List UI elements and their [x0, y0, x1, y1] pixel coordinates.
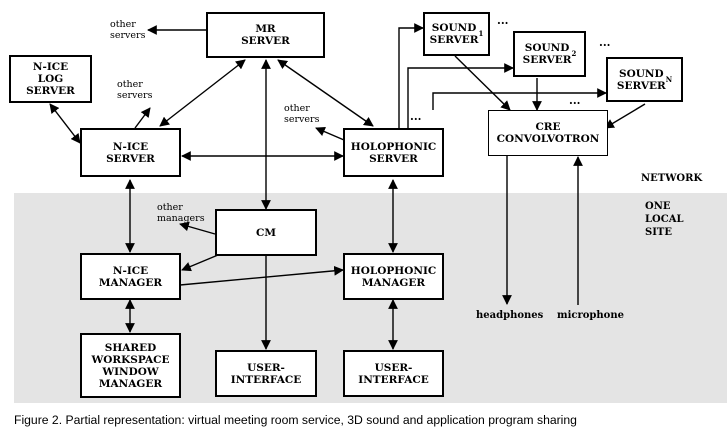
user-interface-box-2: USER- INTERFACE [343, 350, 444, 397]
link-sound1-cre [454, 55, 511, 111]
link-cm-holo-manager [179, 265, 344, 286]
cm-box: CM [215, 209, 317, 256]
ellipsis-sound-n: ... [569, 94, 581, 107]
link-holo-sound2 [407, 63, 514, 128]
link-holo-sound1 [398, 23, 424, 128]
holophonic-manager-box: HOLOPHONIC MANAGER [343, 253, 444, 300]
ellipsis-sound-2: ... [599, 36, 611, 49]
other-servers-label-mr: other servers [110, 19, 146, 41]
link-holo-soundn [432, 88, 607, 110]
other-managers-label: other managers [157, 202, 205, 224]
one-local-site-label: ONE LOCAL SITE [645, 201, 684, 238]
nice-manager-box: N-ICE MANAGER [80, 253, 181, 300]
user-interface-box-1: USER- INTERFACE [215, 350, 317, 397]
link-cm-nice-manager [181, 254, 219, 272]
shared-workspace-window-manager-box: SHARED WORKSPACE WINDOW MANAGER [80, 333, 181, 398]
other-servers-label-nice: other servers [117, 79, 153, 101]
link-holo-other-servers [315, 126, 345, 141]
sound-server-n-label: SOUND SERVER [616, 67, 666, 92]
link-log-nice-server [49, 103, 81, 144]
cre-convolvotron-box: CRE CONVOLVOTRON [488, 110, 608, 156]
holophonic-server-box: HOLOPHONIC SERVER [343, 128, 444, 177]
sound-server-1-subscript: 1 [478, 29, 484, 38]
ellipsis-holo: ... [410, 110, 422, 123]
sound-server-n-subscript: N [665, 74, 673, 84]
sound-server-2-subscript: 2 [571, 49, 577, 58]
headphones-label: headphones [476, 310, 544, 321]
microphone-label: microphone [557, 310, 624, 321]
figure-caption: Figure 2. Partial representation: virtua… [14, 413, 577, 427]
other-servers-label-holo: other servers [284, 103, 320, 125]
link-mr-nice-server [159, 59, 246, 127]
network-label: NETWORK [641, 173, 703, 184]
link-cm-other-managers [179, 221, 216, 235]
mr-server-box: MR SERVER [206, 12, 325, 58]
ellipsis-sound-1: ... [497, 14, 509, 27]
link-nice-other-servers [134, 107, 151, 129]
link-mr-holophonic-server [277, 59, 374, 127]
nice-server-box: N-ICE SERVER [80, 128, 181, 177]
sound-server-2-label: SOUND SERVER [522, 42, 572, 66]
sound-server-1-label: SOUND SERVER [429, 22, 479, 46]
nice-log-server-box: N-ICE LOG SERVER [9, 55, 92, 103]
link-soundn-cre [604, 103, 646, 129]
